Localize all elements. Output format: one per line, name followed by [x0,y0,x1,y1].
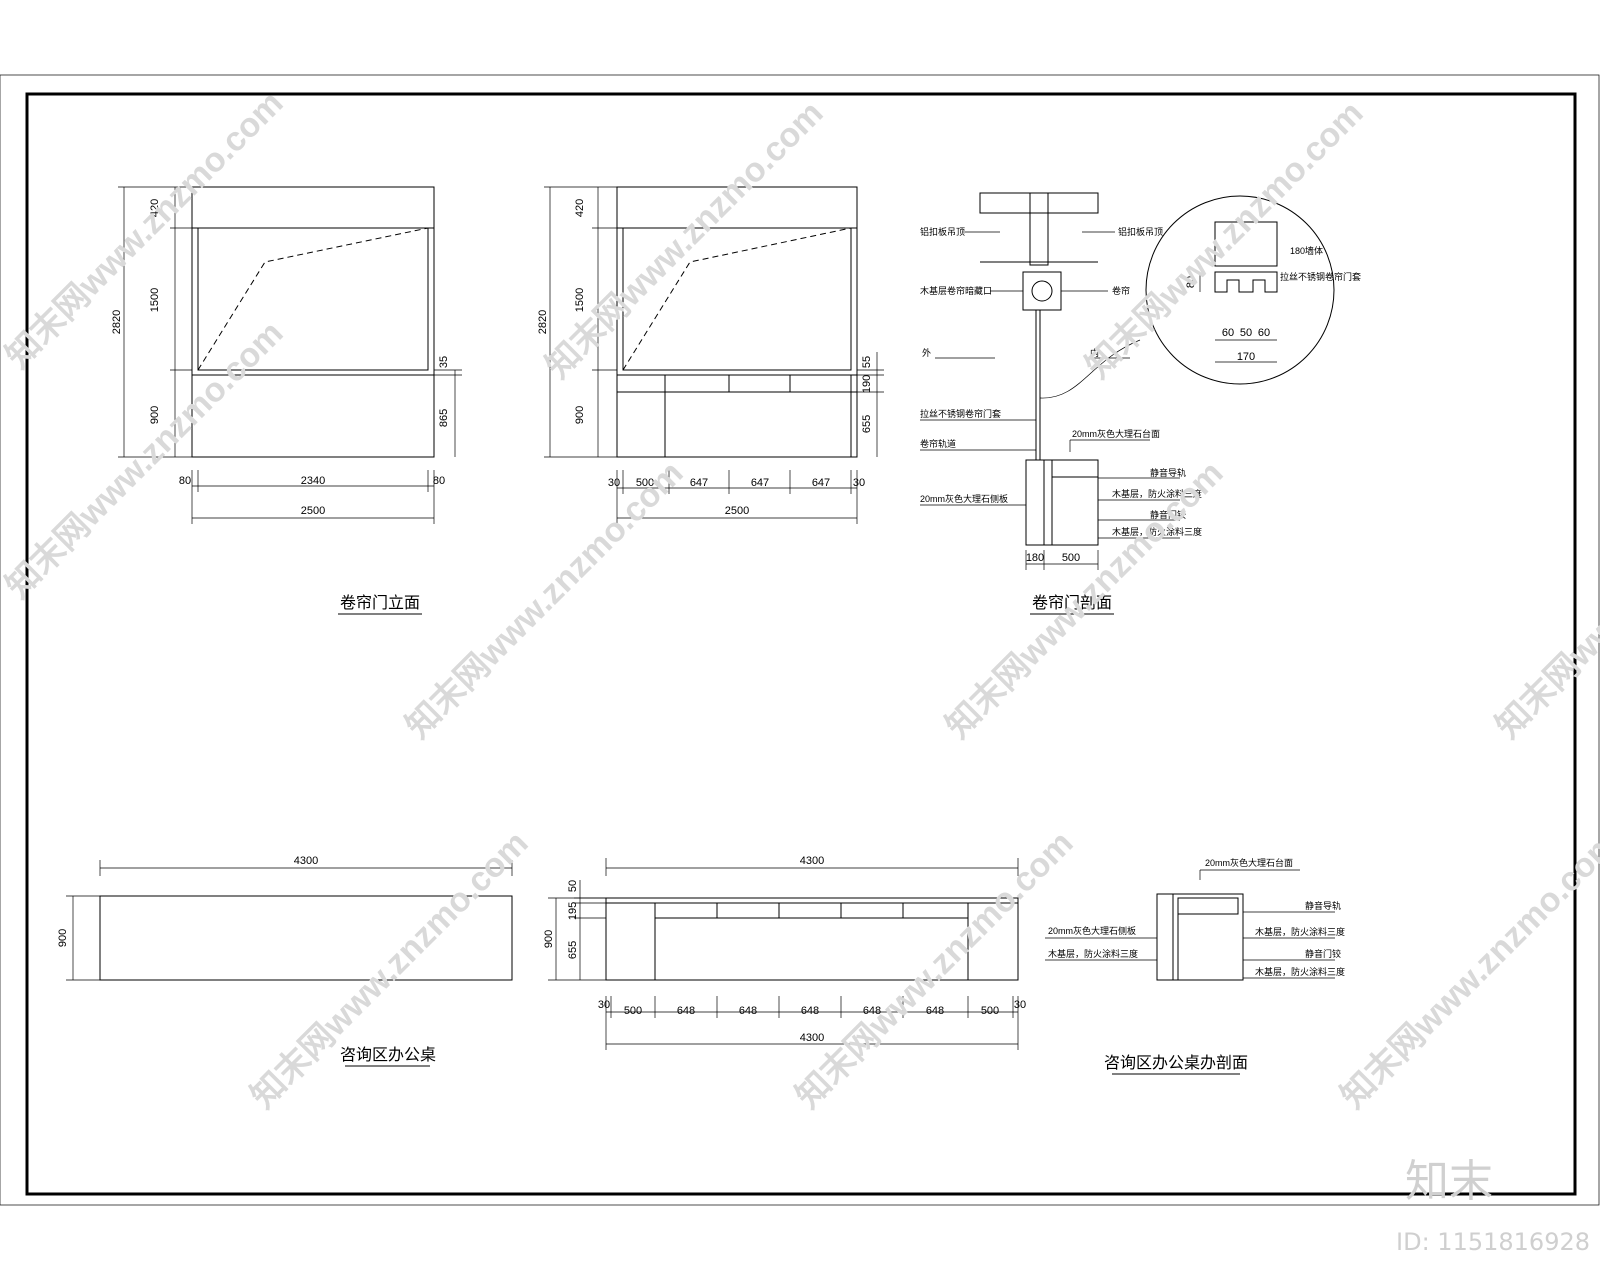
e2-h-2820: 2820 [537,310,549,334]
e2-h-420: 420 [574,199,586,217]
s1-inside: 内 [1090,347,1099,358]
desk2-w-500-left: 500 [624,1005,642,1017]
e1-w-80-right: 80 [433,475,445,487]
desk1-height: 900 [57,929,69,947]
desk2-h-50: 50 [567,880,579,892]
brand-logo: 知末 [1405,1156,1493,1207]
elevation-2: 420 1500 900 2820 55 190 655 30 500 647 … [537,186,884,524]
e1-h-35: 35 [438,356,450,368]
watermark-text: 知末网www.znzmo.com [244,824,536,1116]
e2-h-190: 190 [861,375,873,393]
e2-w-2500: 2500 [725,505,749,517]
desk2-h-900: 900 [543,930,555,948]
e2-h-900: 900 [574,406,586,424]
e2-w-500: 500 [636,477,654,489]
desk-section: 20mm灰色大理石台面 静音导轨 20mm灰色大理石侧板 木基层，防火涂料三度 … [1045,857,1345,1075]
desk2-h-655: 655 [567,941,579,959]
desk1-width: 4300 [294,855,318,867]
desk2-w-648-e: 648 [926,1005,944,1017]
inner-frame [25,92,1577,1196]
s1-outside: 外 [922,347,931,358]
s1-ceiling-left: 铝扣板吊顶 [920,226,965,237]
s2-wood-left: 木基层，防火涂料三度 [1048,948,1138,959]
desk2-h-195: 195 [567,902,579,920]
e2-w-647-a: 647 [690,477,708,489]
section-1: 铝扣板吊顶 铝扣板吊顶 木基层卷帘暗藏口 卷帘 外 内 拉丝不锈钢卷帘门套 卷帘… [920,192,1361,615]
image-id: ID: 1151816928 [1396,1228,1590,1256]
e2-w-647-b: 647 [751,477,769,489]
s1-track: 卷帘轨道 [920,438,956,449]
e2-h-655: 655 [861,415,873,433]
s2-top-marble: 20mm灰色大理石台面 [1205,857,1293,868]
desk2-total: 4300 [800,1032,824,1044]
s1-ceiling-right: 铝扣板吊顶 [1118,226,1163,237]
s2-guide: 静音导轨 [1305,900,1341,911]
e2-h-55: 55 [861,356,873,368]
detail-dim-170: 170 [1237,351,1255,363]
e2-w-647-c: 647 [812,477,830,489]
e2-w-30-right: 30 [853,477,865,489]
s1-wood-1: 木基层，防火涂料三度 [1112,488,1202,499]
e1-h-2820: 2820 [111,310,123,334]
desk-title: 咨询区办公桌 [340,1046,436,1064]
e1-h-1500: 1500 [149,288,161,312]
s1-hinge: 静音门铰 [1150,509,1186,520]
watermark-layer: 知末网www.znzmo.com 知末网www.znzmo.com 知末网www… [0,84,1600,1116]
detail-dim-50: 50 [1240,327,1252,339]
desk2-w-648-b: 648 [739,1005,757,1017]
elevation-1: 420 1500 900 2820 35 865 80 2340 80 2500… [111,186,462,615]
watermark-text: 知末网www.znzmo.com [539,94,831,386]
watermark-text: 知末网www.znzmo.com [789,824,1081,1116]
desk2-w-648-a: 648 [677,1005,695,1017]
desk2-w-648-d: 648 [863,1005,881,1017]
detail-frame: 拉丝不锈钢卷帘门套 [1280,271,1361,282]
desk2-w-30-left: 30 [598,999,610,1011]
s2-side-marble: 20mm灰色大理石侧板 [1048,925,1136,936]
s1-door-frame: 拉丝不锈钢卷帘门套 [920,408,1001,419]
e1-w-80-left: 80 [179,475,191,487]
detail-wall: 180墙体 [1290,245,1323,256]
e1-h-900: 900 [149,406,161,424]
watermark-text: 知末网www.znzmo.com [1334,824,1600,1116]
e1-w-2500: 2500 [301,505,325,517]
s1-roller: 卷帘 [1112,285,1130,296]
outer-border [0,74,1600,1206]
s1-wood-2: 木基层，防火涂料三度 [1112,526,1202,537]
s1-side-marble: 20mm灰色大理石侧板 [920,493,1008,504]
s2-wood-2: 木基层，防火涂料三度 [1255,966,1345,977]
e1-w-2340: 2340 [301,475,325,487]
s2-wood-1: 木基层，防火涂料三度 [1255,926,1345,937]
detail-dim-60b: 60 [1258,327,1270,339]
watermark-text: 知末网www.znzmo.com [1489,454,1600,746]
s1-guide: 静音导轨 [1150,467,1186,478]
s1-hidden-opening: 木基层卷帘暗藏口 [920,285,992,296]
e2-w-30-left: 30 [608,477,620,489]
desk2-w-648-c: 648 [801,1005,819,1017]
watermark-text: 知末网www.znzmo.com [1079,94,1371,386]
elevation-title: 卷帘门立面 [340,594,420,612]
e2-h-1500: 1500 [574,288,586,312]
desk-plan: 4300 900 咨询区办公桌 [57,855,513,1067]
s1-top-marble: 20mm灰色大理石台面 [1072,428,1160,439]
desk2-w-30-right: 30 [1014,999,1026,1011]
s1-dim-500: 500 [1062,552,1080,564]
desk2-top-width: 4300 [800,855,824,867]
section-title: 卷帘门剖面 [1032,594,1112,612]
e1-h-420: 420 [149,199,161,217]
watermark-text: 知末网www.znzmo.com [399,454,691,746]
e1-h-865: 865 [438,409,450,427]
desk-elevation: 4300 50 195 900 655 30 500 648 648 648 6… [543,855,1026,1050]
s1-dim-180: 180 [1026,552,1044,564]
desk-section-title: 咨询区办公桌办剖面 [1104,1054,1248,1072]
desk2-w-500-right: 500 [981,1005,999,1017]
s2-hinge: 静音门铰 [1305,948,1341,959]
detail-dim-60a: 60 [1222,327,1234,339]
detail-dim-80: 80 [1185,276,1197,288]
